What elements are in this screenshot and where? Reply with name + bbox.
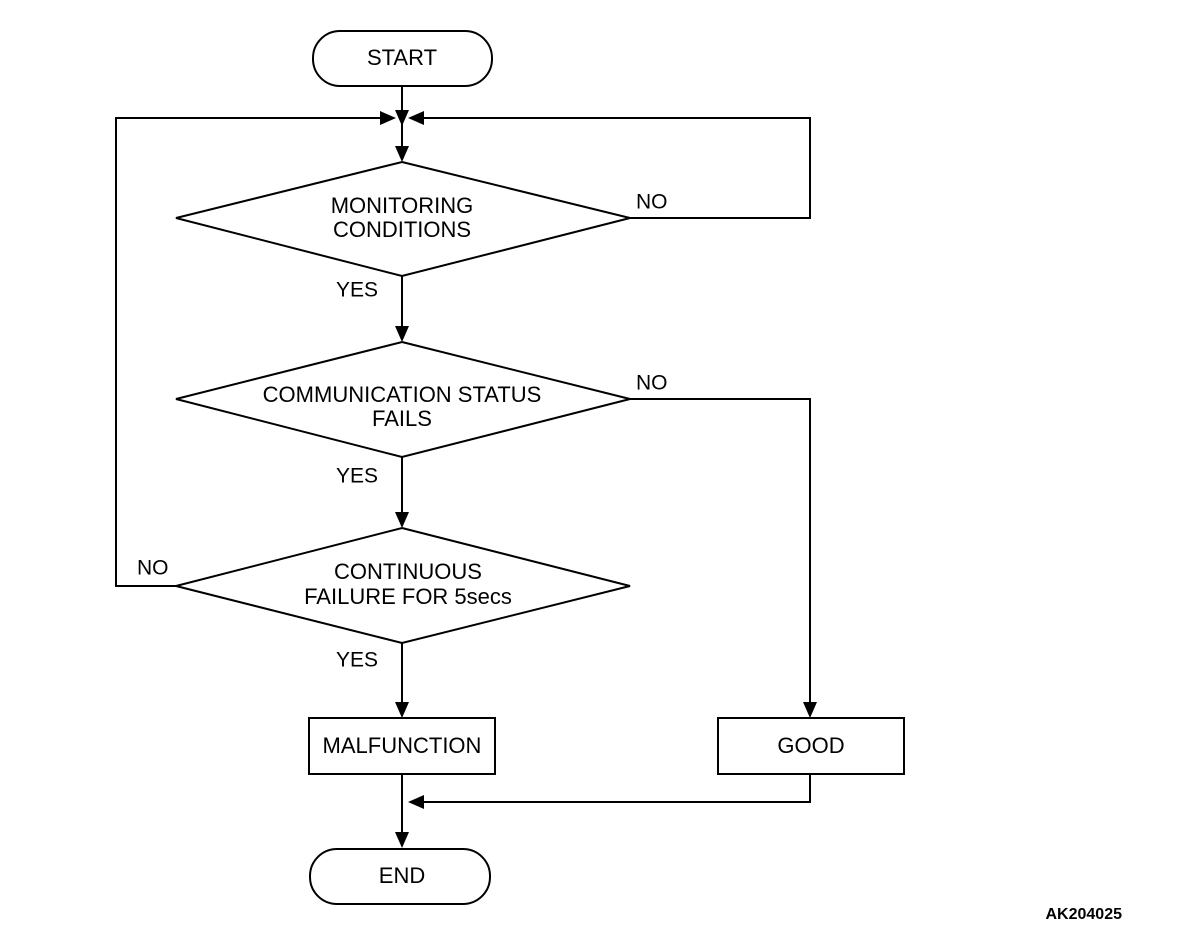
arrowhead-down-communication bbox=[395, 326, 409, 342]
monitoring-label-line2: CONDITIONS bbox=[333, 217, 471, 242]
continuous-yes-label: YES bbox=[336, 649, 378, 672]
arrowhead-down-end bbox=[395, 832, 409, 848]
arrowhead-down-merge bbox=[395, 110, 409, 126]
communication-label-line2: FAILS bbox=[372, 406, 432, 431]
malfunction-label: MALFUNCTION bbox=[323, 733, 482, 758]
end-terminator: END bbox=[309, 848, 491, 905]
malfunction-box: MALFUNCTION bbox=[308, 717, 496, 775]
start-label: START bbox=[367, 45, 437, 70]
good-label: GOOD bbox=[777, 733, 844, 758]
arrowhead-left-good-merge bbox=[408, 795, 424, 809]
continuous-label-line2: FAILURE FOR 5secs bbox=[304, 584, 512, 609]
monitoring-yes-label: YES bbox=[336, 279, 378, 302]
continuous-failure-decision: CONTINUOUS FAILURE FOR 5secs bbox=[175, 526, 631, 645]
communication-status-decision: COMMUNICATION STATUS FAILS bbox=[175, 340, 631, 459]
continuous-label-line1: CONTINUOUS bbox=[334, 559, 482, 584]
arrowhead-right-loop-in bbox=[408, 111, 424, 125]
continuous-no-label: NO bbox=[137, 557, 169, 580]
communication-yes-label: YES bbox=[336, 465, 378, 488]
connector-good-to-end bbox=[420, 774, 811, 803]
monitoring-conditions-decision: MONITORING CONDITIONS bbox=[175, 160, 631, 278]
good-box: GOOD bbox=[717, 717, 905, 775]
monitoring-label-line1: MONITORING bbox=[331, 193, 474, 218]
arrowhead-down-monitoring bbox=[395, 146, 409, 162]
arrowhead-down-good bbox=[803, 702, 817, 718]
communication-label-line1: COMMUNICATION STATUS bbox=[263, 382, 542, 407]
arrowhead-down-malfunction bbox=[395, 702, 409, 718]
end-label: END bbox=[379, 863, 425, 888]
connector-continuous-no-loop bbox=[115, 117, 384, 587]
reference-code: AK204025 bbox=[1046, 906, 1123, 923]
connector-communication-no bbox=[630, 398, 811, 706]
arrowhead-down-continuous bbox=[395, 512, 409, 528]
connector-monitoring-no-loop bbox=[420, 117, 811, 219]
start-terminator: START bbox=[312, 30, 493, 87]
arrowhead-left-loop-in bbox=[380, 111, 396, 125]
monitoring-no-label: NO bbox=[636, 191, 668, 214]
communication-no-label: NO bbox=[636, 372, 668, 395]
